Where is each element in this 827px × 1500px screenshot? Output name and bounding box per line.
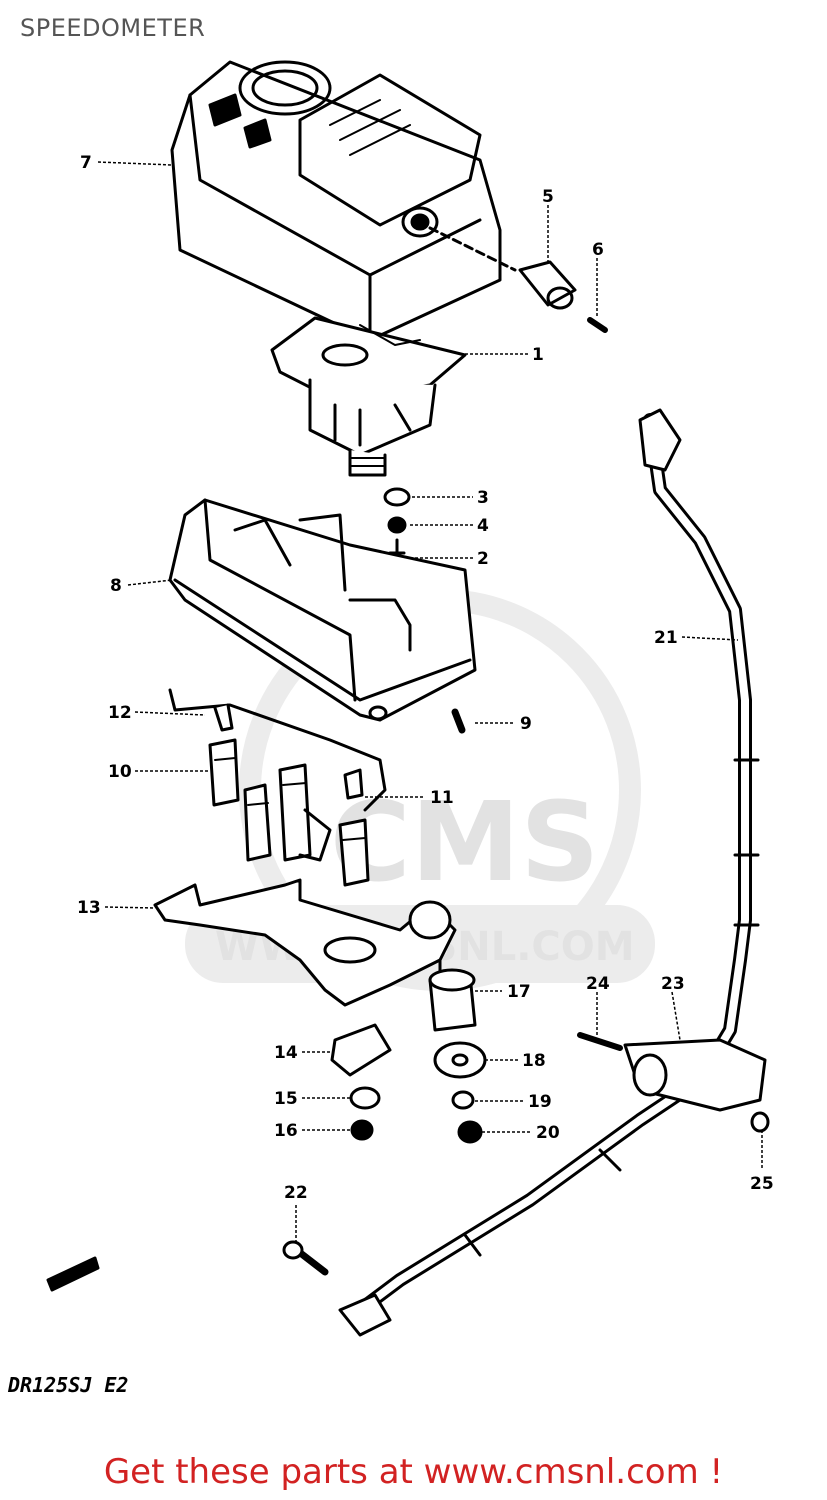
meter-lower-case: [168, 498, 477, 722]
indicator-bulb: [428, 226, 608, 333]
bulb-sockets: [168, 688, 387, 887]
clamp: [330, 1023, 392, 1077]
callout-7: 7: [80, 153, 92, 173]
washer: [433, 1041, 487, 1079]
diagram-title: SPEEDOMETER: [20, 14, 206, 42]
callout-6: 6: [592, 240, 604, 260]
model-code: DR125SJ E2: [8, 1373, 129, 1397]
speedometer-cover: [170, 60, 502, 342]
callout-4: 4: [477, 516, 489, 536]
nut: [350, 1119, 374, 1141]
callout-15: 15: [274, 1089, 298, 1109]
callout-24: 24: [586, 974, 610, 994]
callout-17: 17: [507, 982, 531, 1002]
callout-21: 21: [654, 628, 678, 648]
nut: [457, 1120, 483, 1144]
callout-3: 3: [477, 488, 489, 508]
callout-14: 14: [274, 1043, 298, 1063]
callout-10: 10: [108, 762, 132, 782]
front-arrow-icon: [46, 1256, 100, 1292]
washer: [451, 1090, 475, 1110]
callout-11: 11: [430, 788, 454, 808]
leader-lines: [97, 161, 763, 1245]
callout-25: 25: [750, 1174, 774, 1194]
callout-18: 18: [522, 1051, 546, 1071]
meter-assembly: [270, 316, 467, 477]
callout-13: 13: [77, 898, 101, 918]
callout-5: 5: [542, 187, 554, 207]
callout-labels: 7 5 6 1 3 4 2 8 9 12 10 11 13 14 15 16 1…: [77, 153, 774, 1203]
clamp-nut: [750, 1111, 770, 1133]
callout-2: 2: [477, 549, 489, 569]
nut: [387, 516, 407, 534]
callout-19: 19: [528, 1092, 552, 1112]
bracket: [153, 878, 457, 1007]
callout-12: 12: [108, 703, 132, 723]
callout-8: 8: [110, 576, 122, 596]
callout-1: 1: [532, 345, 544, 365]
callout-23: 23: [661, 974, 685, 994]
clamp-screw: [577, 1032, 623, 1051]
callout-22: 22: [284, 1183, 308, 1203]
cta-text[interactable]: Get these parts at www.cmsnl.com !: [103, 1452, 724, 1492]
callout-20: 20: [536, 1123, 560, 1143]
speedometer-cable: [338, 408, 760, 1337]
washer: [349, 1086, 381, 1110]
bolt: [451, 708, 466, 734]
callout-9: 9: [520, 714, 532, 734]
washer: [383, 487, 411, 507]
callout-16: 16: [274, 1121, 298, 1141]
